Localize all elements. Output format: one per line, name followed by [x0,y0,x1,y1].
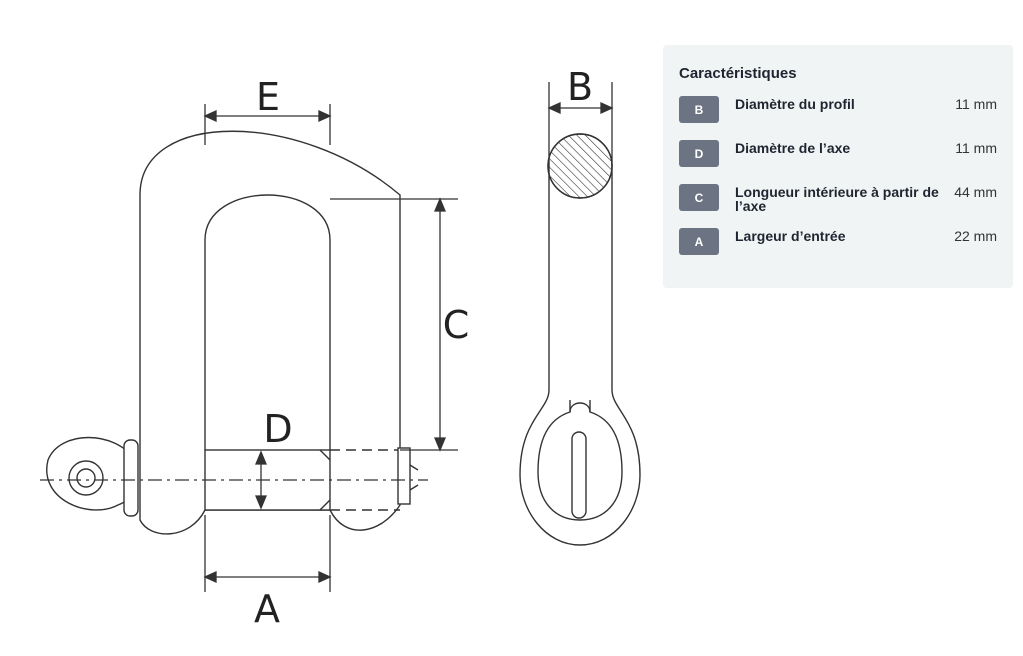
spec-value: 11 mm [955,140,997,156]
dimension-label-d: D [263,407,292,451]
spec-badge: C [679,184,719,211]
spec-row-c: C Longueur intérieure à partir de l’axe … [679,184,997,214]
dimension-e [203,104,332,145]
spec-label: Longueur intérieure à partir de l’axe [735,184,939,214]
spec-badge: D [679,140,719,167]
panel-title: Caractéristiques [679,65,797,82]
spec-value: 44 mm [954,184,997,200]
dimension-label-b: B [567,65,593,109]
spec-row-d: D Diamètre de l’axe 11 mm [679,140,997,170]
dimension-label-c: C [443,303,470,347]
shackle-technical-drawing: E C D A B [40,65,641,631]
dimension-d [255,450,267,510]
shackle-front-view [40,130,428,535]
shackle-side-view [519,133,641,546]
spec-badge: B [679,96,719,123]
spec-label: Diamètre du profil [735,96,855,112]
spec-value: 22 mm [954,228,997,244]
spec-row-a: A Largeur d’entrée 22 mm [679,228,997,258]
spec-label: Largeur d’entrée [735,228,846,244]
dimension-b [547,82,614,160]
dimension-label-a: A [254,587,280,631]
dimension-label-e: E [256,75,280,119]
dimension-a [203,515,332,592]
spec-label: Diamètre de l’axe [735,140,851,156]
dimension-c [330,197,458,452]
spec-row-b: B Diamètre du profil 11 mm [679,96,997,126]
spec-badge: A [679,228,719,255]
spec-value: 11 mm [955,96,997,112]
characteristics-panel: Caractéristiques B Diamètre du profil 11… [663,45,1013,288]
